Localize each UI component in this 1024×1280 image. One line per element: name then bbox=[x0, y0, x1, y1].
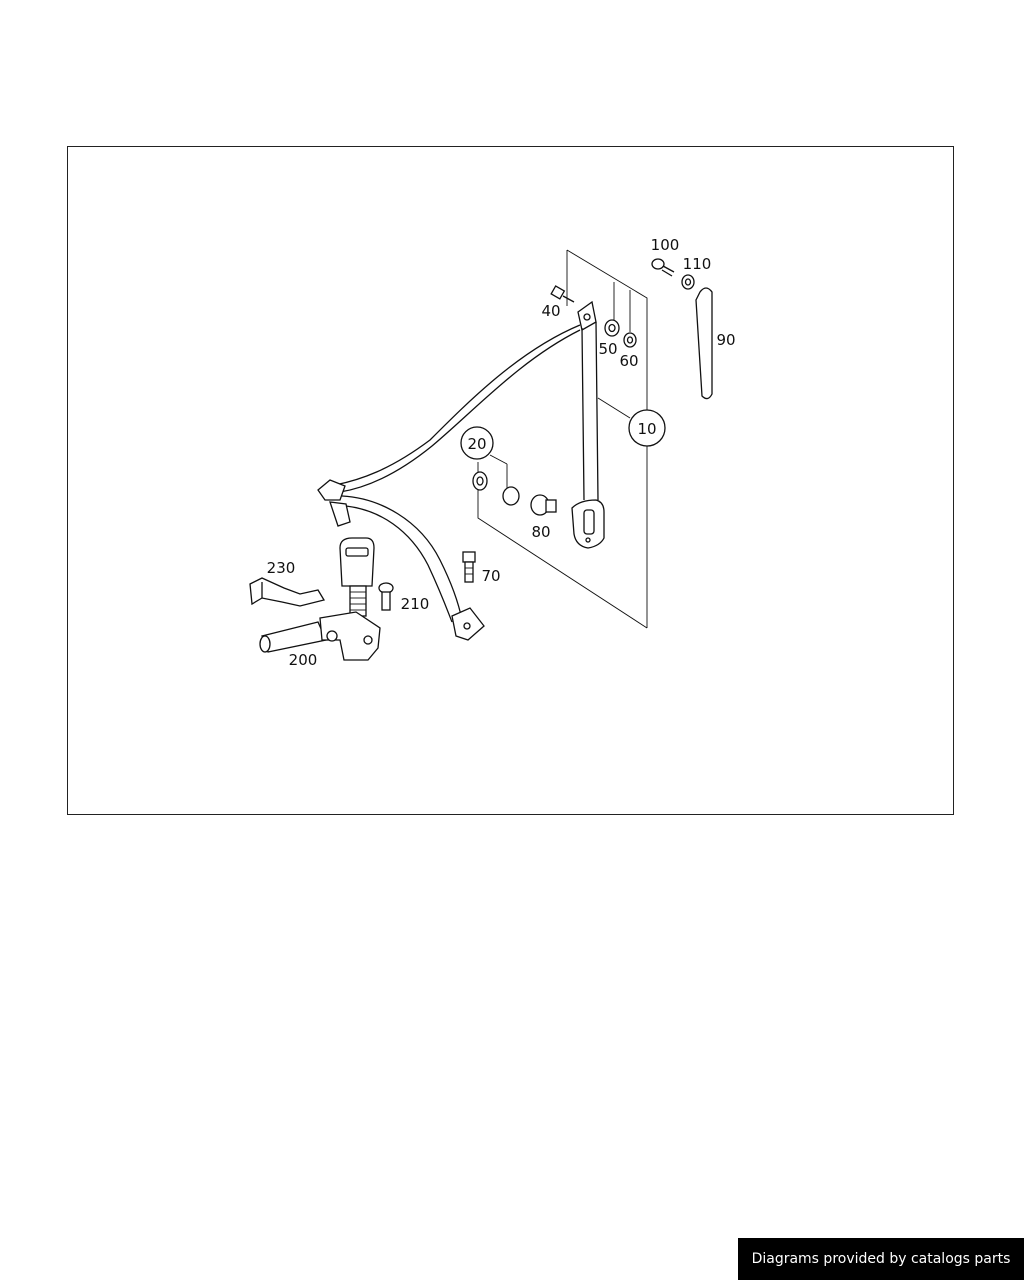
belt-webbing bbox=[317, 324, 581, 641]
callout-label-210: 210 bbox=[401, 595, 430, 613]
fasteners bbox=[378, 258, 713, 611]
leader-lines bbox=[489, 282, 631, 490]
callout-label-90: 90 bbox=[716, 331, 735, 349]
callout-label-70: 70 bbox=[481, 567, 500, 585]
callout-label-200: 200 bbox=[289, 651, 318, 669]
retractor-assembly bbox=[571, 300, 605, 549]
callout-label-50: 50 bbox=[598, 340, 617, 358]
callout-label-230: 230 bbox=[267, 559, 296, 577]
diagram-frame bbox=[67, 146, 954, 815]
buckle-assembly bbox=[259, 537, 381, 661]
callout-20: 20 bbox=[460, 426, 494, 460]
callout-label-80: 80 bbox=[531, 523, 550, 541]
credit-banner: Diagrams provided by catalogs parts bbox=[738, 1238, 1024, 1280]
callout-label-40: 40 bbox=[541, 302, 560, 320]
mounting-panel-outline bbox=[477, 249, 648, 629]
clip-part bbox=[249, 577, 326, 607]
callout-label-110: 110 bbox=[683, 255, 712, 273]
callout-label-100: 100 bbox=[651, 236, 680, 254]
callout-label-20: 20 bbox=[467, 435, 486, 453]
callout-label-60: 60 bbox=[619, 352, 638, 370]
callout-label-10: 10 bbox=[637, 420, 656, 438]
callout-10: 10 bbox=[628, 409, 666, 447]
